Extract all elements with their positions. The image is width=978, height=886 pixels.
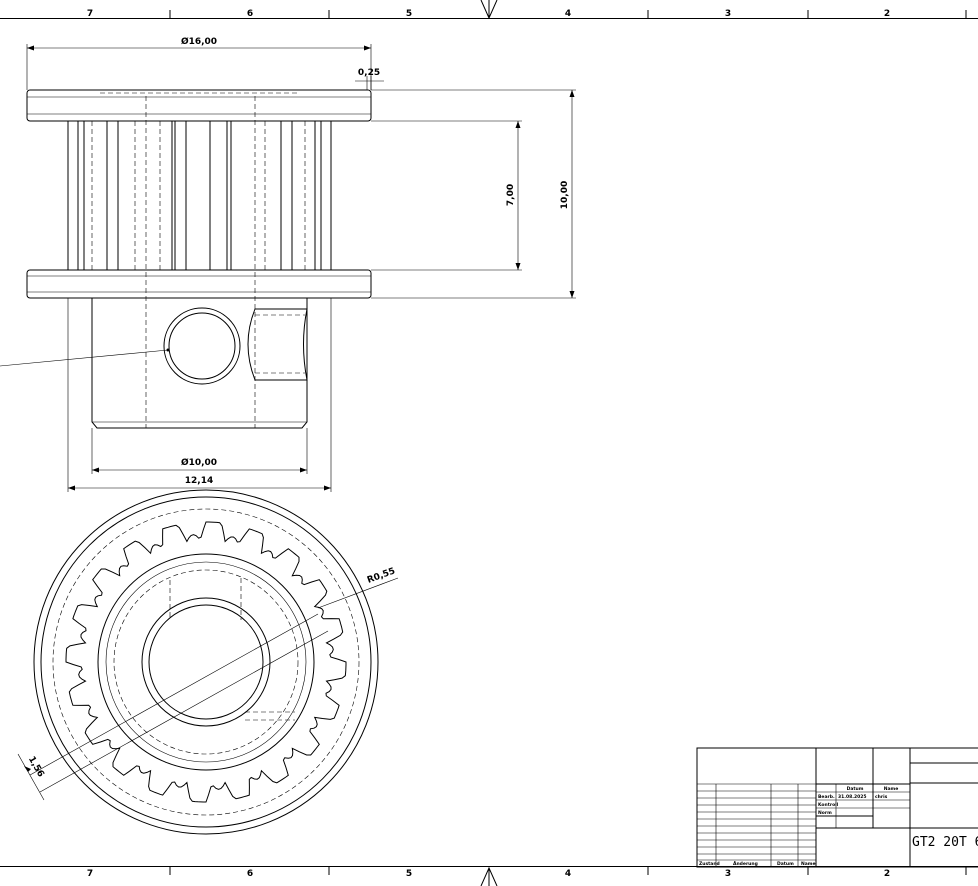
dim-belt-width: 7,00 (506, 184, 516, 206)
zone-label: 3 (725, 869, 731, 879)
nut-slot (247, 308, 308, 381)
drawing-title: GT2 20T 6 (912, 835, 978, 850)
zone-label: 6 (247, 9, 253, 19)
gear-teeth-profile (65, 521, 347, 803)
front-dimensions: Ø16,00 0,25 7,00 10,00 Ø10,00 12,14 (26, 36, 576, 491)
zone-label: 2 (884, 869, 890, 879)
title-block-row-bearb: Bearb. (818, 794, 835, 800)
dim-total-height: 10,00 (560, 181, 570, 209)
zone-label: 3 (725, 9, 731, 19)
zone-label: 6 (247, 869, 253, 879)
zone-labels-bottom: 7 6 5 4 3 2 (87, 869, 890, 879)
title-block-col-name: Name (884, 786, 899, 792)
tooth-lines (77, 96, 322, 428)
title-block-rev-datum: Datum (777, 861, 794, 867)
dim-hub-diameter: Ø10,00 (181, 457, 217, 468)
dim-hub-width: 12,14 (185, 476, 213, 486)
dim-flange-gap: 0,25 (358, 68, 380, 78)
zone-labels-top: 7 6 5 4 3 2 (87, 9, 890, 19)
dim-tooth-radius: R0,55 (366, 566, 397, 585)
zone-label: 4 (565, 869, 571, 879)
title-block-col-datum: Datum (847, 786, 864, 792)
zone-label: 7 (87, 9, 93, 19)
front-view (0, 89, 372, 492)
title-block-bearb-name: chris (875, 794, 888, 800)
zone-label: 5 (406, 9, 412, 19)
title-block: Datum Name Bearb. Kontroll Norm 31.08.20… (696, 747, 978, 868)
title-block-rev-zustand: Zustand (699, 861, 720, 867)
zone-label: 7 (87, 869, 93, 879)
zone-label: 4 (565, 9, 571, 19)
zone-label: 5 (406, 869, 412, 879)
title-block-row-norm: Norm (818, 810, 832, 816)
title-block-rev-name: Name (801, 861, 816, 867)
set-screw-hole (163, 307, 241, 385)
leader-line (0, 349, 169, 367)
dim-tooth-depth: 1,56 (26, 755, 46, 779)
title-block-bearb-datum: 31.08.2025 (838, 794, 866, 800)
title-block-row-gepr: Kontroll (818, 802, 839, 808)
title-block-rev-aenderung: Änderung (733, 860, 758, 867)
zone-label: 2 (884, 9, 890, 19)
dim-flange-diameter: Ø16,00 (181, 36, 217, 47)
top-view: R0,55 1,56 (17, 489, 399, 835)
